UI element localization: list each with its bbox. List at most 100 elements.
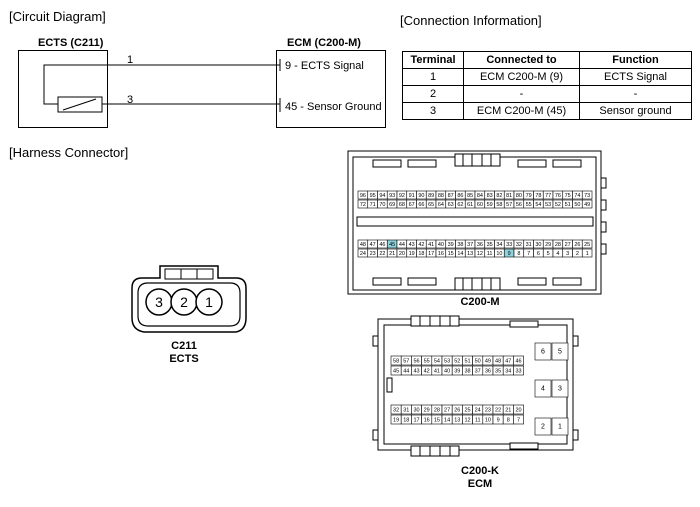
connector-pin: 47	[502, 355, 514, 366]
svg-text:54: 54	[434, 359, 440, 365]
svg-text:14: 14	[444, 418, 450, 424]
svg-text:13: 13	[454, 418, 460, 424]
svg-text:29: 29	[424, 408, 430, 414]
svg-text:12: 12	[464, 418, 470, 424]
connector-pin: 56	[513, 199, 525, 209]
svg-text:76: 76	[555, 193, 561, 199]
c211-pin-1	[195, 288, 223, 316]
svg-text:28: 28	[555, 242, 561, 248]
connector-pin: 27	[562, 239, 573, 249]
table-row: 1 ECM C200-M (9) ECTS Signal	[402, 68, 692, 86]
connector-pin: 82	[494, 190, 505, 200]
connector-pin: 27	[441, 404, 453, 415]
svg-text:74: 74	[574, 193, 580, 199]
connector-pin: 89	[425, 190, 437, 200]
connector-pin: 31	[523, 239, 534, 249]
connector-pin: 46	[513, 355, 524, 366]
connector-pin: 71	[367, 199, 378, 209]
connector-pin: 22	[377, 248, 388, 258]
svg-text:30: 30	[413, 408, 419, 414]
svg-text:7: 7	[517, 418, 520, 424]
connector-pin: 54	[431, 355, 443, 366]
connector-pin: 56	[411, 355, 422, 366]
connector-pin: 75	[562, 190, 573, 200]
svg-text:2: 2	[541, 424, 545, 431]
connector-pin: 88	[435, 190, 447, 200]
connector-pin: 60	[474, 199, 486, 209]
svg-text:16: 16	[438, 251, 444, 257]
connector-pin: 24	[472, 404, 484, 415]
svg-text:22: 22	[495, 408, 501, 414]
connector-pin: 8	[513, 248, 525, 258]
connector-pin: 68	[396, 199, 408, 209]
connector-pin: 93	[386, 190, 398, 200]
svg-text:79: 79	[526, 193, 532, 199]
svg-text:7: 7	[527, 251, 530, 257]
svg-text:38: 38	[457, 242, 463, 248]
connector-pin: 58	[494, 199, 505, 209]
connector-pin: 42	[416, 239, 427, 249]
connector-pin: 50	[472, 355, 484, 366]
connector-pin: 32	[513, 239, 525, 249]
connector-pin: 17	[425, 248, 437, 258]
connection-info-title: [Connection Information]	[400, 13, 542, 28]
connector-pin: 64	[435, 199, 447, 209]
svg-text:82: 82	[496, 193, 502, 199]
connector-pin: 44	[396, 239, 408, 249]
svg-text:89: 89	[428, 193, 434, 199]
connector-pin: 50	[572, 199, 583, 209]
svg-text:63: 63	[448, 202, 454, 208]
connector-pin: 96	[357, 190, 369, 200]
table-header-row: Terminal Connected to Function	[402, 51, 692, 69]
svg-text:56: 56	[413, 359, 419, 365]
connector-pin: 90	[416, 190, 427, 200]
table-cell: ECM C200-M (9)	[463, 68, 580, 86]
connector-pin: 42	[421, 365, 433, 376]
connector-pin: 19	[390, 414, 402, 425]
table-cell: 3	[402, 102, 464, 120]
svg-text:11: 11	[475, 418, 481, 424]
connector-pin: 9	[503, 248, 515, 258]
svg-text:48: 48	[360, 242, 366, 248]
svg-text:16: 16	[424, 418, 430, 424]
connector-pin: 28	[552, 239, 564, 249]
connector-pin: 33	[513, 365, 524, 376]
connector-pin: 25	[581, 239, 593, 249]
svg-text:45: 45	[393, 369, 399, 375]
svg-text:11: 11	[487, 251, 493, 257]
connector-pin: 39	[451, 365, 463, 376]
svg-text:31: 31	[526, 242, 532, 248]
svg-text:42: 42	[424, 369, 430, 375]
header-connected-to: Connected to	[463, 51, 580, 69]
svg-text:35: 35	[495, 369, 501, 375]
connector-pin: 63	[445, 199, 456, 209]
svg-text:53: 53	[444, 359, 450, 365]
connector-pin: 11	[484, 248, 495, 258]
svg-text:83: 83	[487, 193, 493, 199]
connector-pin: 34	[494, 239, 505, 249]
connector-pin: 26	[451, 404, 463, 415]
svg-text:9: 9	[508, 251, 511, 257]
svg-text:34: 34	[496, 242, 502, 248]
svg-text:33: 33	[515, 369, 521, 375]
svg-text:28: 28	[434, 408, 440, 414]
svg-text:8: 8	[517, 251, 520, 257]
svg-text:95: 95	[370, 193, 376, 199]
table-cell: 2	[402, 85, 464, 103]
svg-text:17: 17	[428, 251, 434, 257]
connector-pin: 18	[400, 414, 412, 425]
connector-pin: 92	[396, 190, 408, 200]
svg-text:90: 90	[418, 193, 424, 199]
connector-pin: 15	[431, 414, 443, 425]
c200m-connector	[347, 150, 607, 295]
connector-pin: 49	[581, 199, 593, 209]
connector-pin: 41	[431, 365, 443, 376]
svg-text:37: 37	[467, 242, 473, 248]
connector-pin: 36	[482, 365, 494, 376]
svg-text:1: 1	[558, 424, 562, 431]
svg-text:72: 72	[360, 202, 366, 208]
svg-text:35: 35	[487, 242, 493, 248]
svg-text:61: 61	[467, 202, 473, 208]
svg-text:2: 2	[576, 251, 579, 257]
